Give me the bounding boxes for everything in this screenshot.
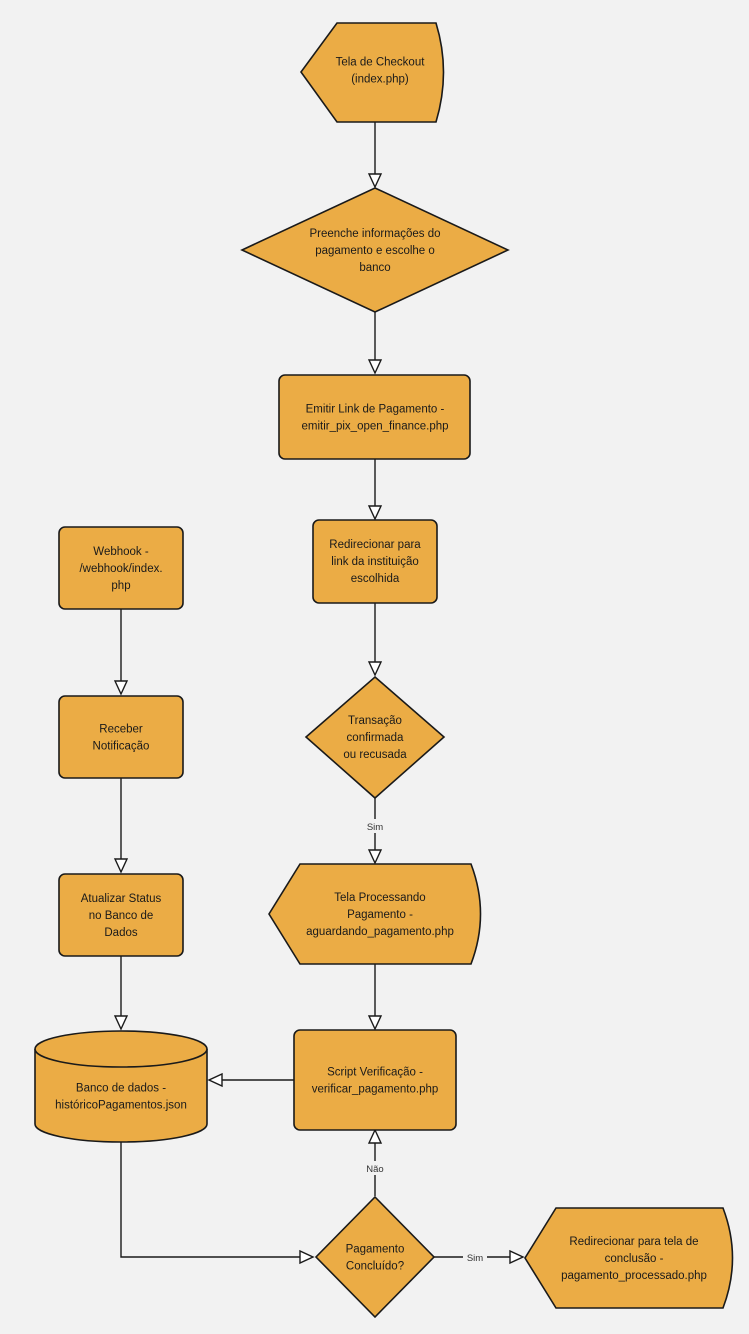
node-banco-dados-text: Banco de dados - históricoPagamentos.json xyxy=(55,1083,187,1112)
node-label-line: pagamento_processado.php xyxy=(561,1270,707,1282)
arrowhead xyxy=(367,1128,383,1144)
node-label-line: /webhook/index. xyxy=(79,563,162,575)
node-transacao-decision xyxy=(304,675,446,800)
node-label-line: banco xyxy=(359,262,390,274)
edge-label-concluido-nao: Não xyxy=(366,1164,383,1175)
node-label-line: pagamento e escolhe o xyxy=(315,245,435,257)
arrowhead xyxy=(367,1015,383,1031)
node-label-line: Webhook - xyxy=(93,546,149,558)
arrowhead xyxy=(113,680,129,696)
node-emitir-process xyxy=(278,374,471,460)
node-label-line: Banco de dados - xyxy=(76,1083,166,1095)
node-label-line: no Banco de xyxy=(89,910,154,922)
arrowhead xyxy=(367,173,383,189)
node-label-line: escolhida xyxy=(351,573,400,585)
arrowhead xyxy=(207,1072,223,1088)
arrowhead xyxy=(367,505,383,521)
node-concluido-decision xyxy=(314,1195,436,1319)
node-atualizar-text: Atualizar Status no Banco de Dados xyxy=(81,893,162,939)
node-label-line: aguardando_pagamento.php xyxy=(306,926,454,938)
edge-label-transacao-sim: Sim xyxy=(367,822,383,833)
node-transacao-text: Transação confirmada ou recusada xyxy=(343,715,407,761)
node-label-line: Tela de Checkout xyxy=(336,57,426,69)
node-processando-display xyxy=(268,863,482,965)
arrowhead xyxy=(367,359,383,375)
node-label-line: históricoPagamentos.json xyxy=(55,1100,187,1112)
node-redirecionar-banco-process xyxy=(312,519,438,604)
node-receber-process xyxy=(58,695,184,779)
node-emitir-text: Emitir Link de Pagamento - emitir_pix_ope… xyxy=(301,404,448,433)
node-label-line: Redirecionar para tela de xyxy=(569,1236,698,1248)
edge-labels: Sim Não Sim xyxy=(362,819,487,1264)
node-webhook-process xyxy=(58,526,184,610)
node-checkout-text: Tela de Checkout (index.php) xyxy=(336,57,426,86)
node-label-line: Notificação xyxy=(93,741,150,753)
node-webhook-text: Webhook - /webhook/index. php xyxy=(79,546,162,592)
node-label-line: Preenche informações do xyxy=(309,228,440,240)
node-label-line: Pagamento - xyxy=(347,909,413,921)
node-checkout-display xyxy=(300,22,445,123)
node-label-line: Receber xyxy=(99,724,143,736)
arrowhead xyxy=(113,858,129,874)
arrowhead xyxy=(367,849,383,865)
node-conclusao-text: Redirecionar para tela de conclusão - paga… xyxy=(561,1236,707,1282)
node-label-line: Emitir Link de Pagamento - xyxy=(306,404,445,416)
node-label-line: verificar_pagamento.php xyxy=(312,1084,439,1096)
node-label-line: Atualizar Status xyxy=(81,893,162,905)
node-redirecionar-banco-text: Redirecionar para link da instituição esco… xyxy=(329,539,421,585)
node-label-line: (index.php) xyxy=(351,74,409,86)
edge-banco-dados-to-concluido xyxy=(120,1124,306,1258)
arrowhead xyxy=(113,1015,129,1031)
node-label-line: Concluído? xyxy=(346,1261,404,1273)
arrowhead xyxy=(509,1249,525,1265)
node-label-line: ou recusada xyxy=(343,749,407,761)
node-script-process xyxy=(293,1029,457,1131)
edge-label-concluido-sim: Sim xyxy=(467,1253,483,1264)
node-label-line: link da instituição xyxy=(331,556,419,568)
node-banco-dados-cylinder xyxy=(34,1030,208,1143)
node-label-line: Transação xyxy=(348,715,402,727)
node-label-line: emitir_pix_open_finance.php xyxy=(301,421,448,433)
arrowhead xyxy=(299,1249,315,1265)
arrowhead xyxy=(367,661,383,677)
node-label-line: Pagamento xyxy=(346,1244,405,1256)
node-label-line: confirmada xyxy=(347,732,404,744)
node-atualizar-process xyxy=(58,873,184,957)
node-label-line: Dados xyxy=(104,927,137,939)
node-label-line: Redirecionar para xyxy=(329,539,421,551)
node-conclusao-display xyxy=(524,1207,734,1309)
node-label-line: Tela Processando xyxy=(334,892,425,904)
node-label-line: php xyxy=(111,580,130,592)
node-script-text: Script Verificação - verificar_pagamento.… xyxy=(312,1067,439,1096)
node-preenche-decision xyxy=(240,187,510,313)
node-label-line: Script Verificação - xyxy=(327,1067,423,1079)
node-label-line: conclusão - xyxy=(605,1253,664,1265)
node-preenche-text: Preenche informações do pagamento e escol… xyxy=(309,228,440,274)
